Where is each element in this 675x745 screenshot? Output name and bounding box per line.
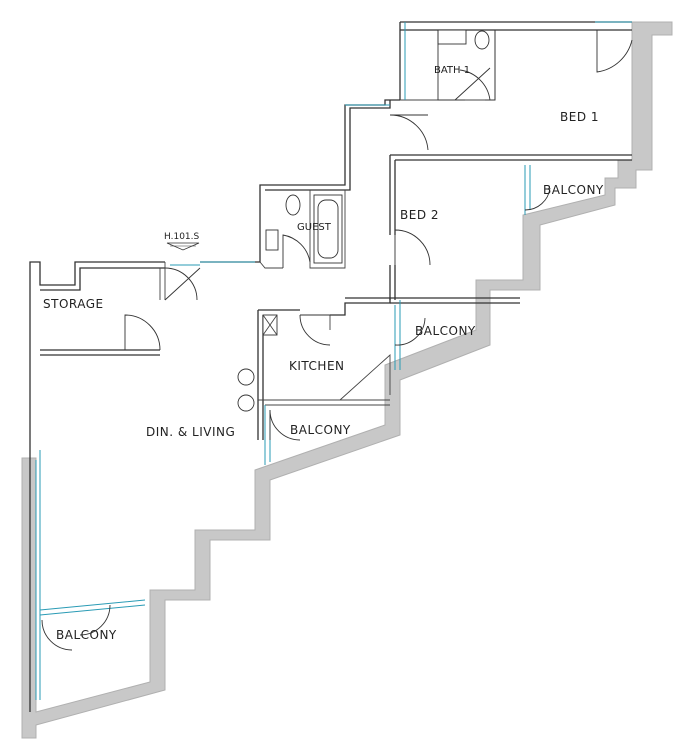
room-label-storage: STORAGE <box>43 297 104 311</box>
room-label-balcony-kitchen: BALCONY <box>290 423 351 437</box>
room-label-bath1: BATH 1 <box>434 65 470 76</box>
column-2 <box>237 394 255 412</box>
interior-walls <box>29 21 632 712</box>
room-label-balcony-bed2: BALCONY <box>415 324 476 338</box>
room-label-guest: GUEST <box>297 222 332 233</box>
bath1-shower-tray <box>437 29 496 101</box>
room-labels: BATH 1 BED 1 BALCONY BED 2 GUEST STORAGE… <box>43 65 604 642</box>
room-label-bed2: BED 2 <box>400 208 439 222</box>
bath1-toilet <box>474 30 490 50</box>
guest-toilet <box>285 194 301 216</box>
room-label-living: DIN. & LIVING <box>146 425 235 439</box>
section-marker: H.101.S <box>164 232 200 251</box>
room-label-balcony-bed1: BALCONY <box>543 183 604 197</box>
doors <box>41 30 633 651</box>
glazing <box>35 21 632 700</box>
room-label-kitchen: KITCHEN <box>289 359 345 373</box>
guest-basin <box>265 229 279 251</box>
bath1-basin <box>437 29 467 45</box>
exterior-wall <box>21 21 673 739</box>
column-1 <box>237 368 255 386</box>
section-ref-label: H.101.S <box>164 232 200 242</box>
room-label-balcony-living: BALCONY <box>56 628 117 642</box>
room-label-bed1: BED 1 <box>560 110 599 124</box>
bathroom-fixtures <box>237 29 496 412</box>
